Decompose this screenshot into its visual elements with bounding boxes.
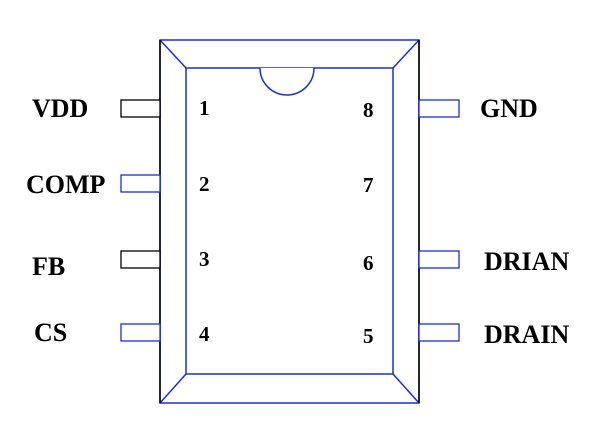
pin-number-5: 5 <box>363 324 374 348</box>
chamfer-top-left <box>159 39 187 69</box>
pin-lead-4 <box>120 323 161 342</box>
pin-number-3: 3 <box>199 247 210 271</box>
pin-lead-5 <box>418 323 460 342</box>
pin-number-1: 1 <box>199 96 210 120</box>
chamfer-top-right <box>392 39 420 69</box>
pin-number-7: 7 <box>363 173 374 197</box>
pin-lead-2 <box>120 174 161 193</box>
pin-number-6: 6 <box>363 251 374 275</box>
pin-label-2: COMP <box>26 170 106 199</box>
chamfer-bottom-right <box>392 373 420 404</box>
pin-label-8: GND <box>480 94 538 123</box>
pin-number-2: 2 <box>199 172 210 196</box>
pin-number-4: 4 <box>199 322 210 346</box>
pin-lead-6 <box>418 250 460 269</box>
orientation-notch <box>259 67 315 96</box>
package-inner <box>185 67 394 375</box>
pin-lead-8 <box>418 99 460 118</box>
pin-label-3: FB <box>32 252 65 281</box>
pin-label-5: DRAIN <box>484 320 569 349</box>
chamfer-bottom-left <box>159 373 187 404</box>
pin-lead-3 <box>120 250 161 269</box>
pin-label-1: VDD <box>32 94 88 123</box>
pin-label-6: DRIAN <box>484 247 569 276</box>
pin-number-8: 8 <box>363 98 374 122</box>
pin-lead-1 <box>120 99 161 118</box>
pin-label-4: CS <box>34 318 67 347</box>
